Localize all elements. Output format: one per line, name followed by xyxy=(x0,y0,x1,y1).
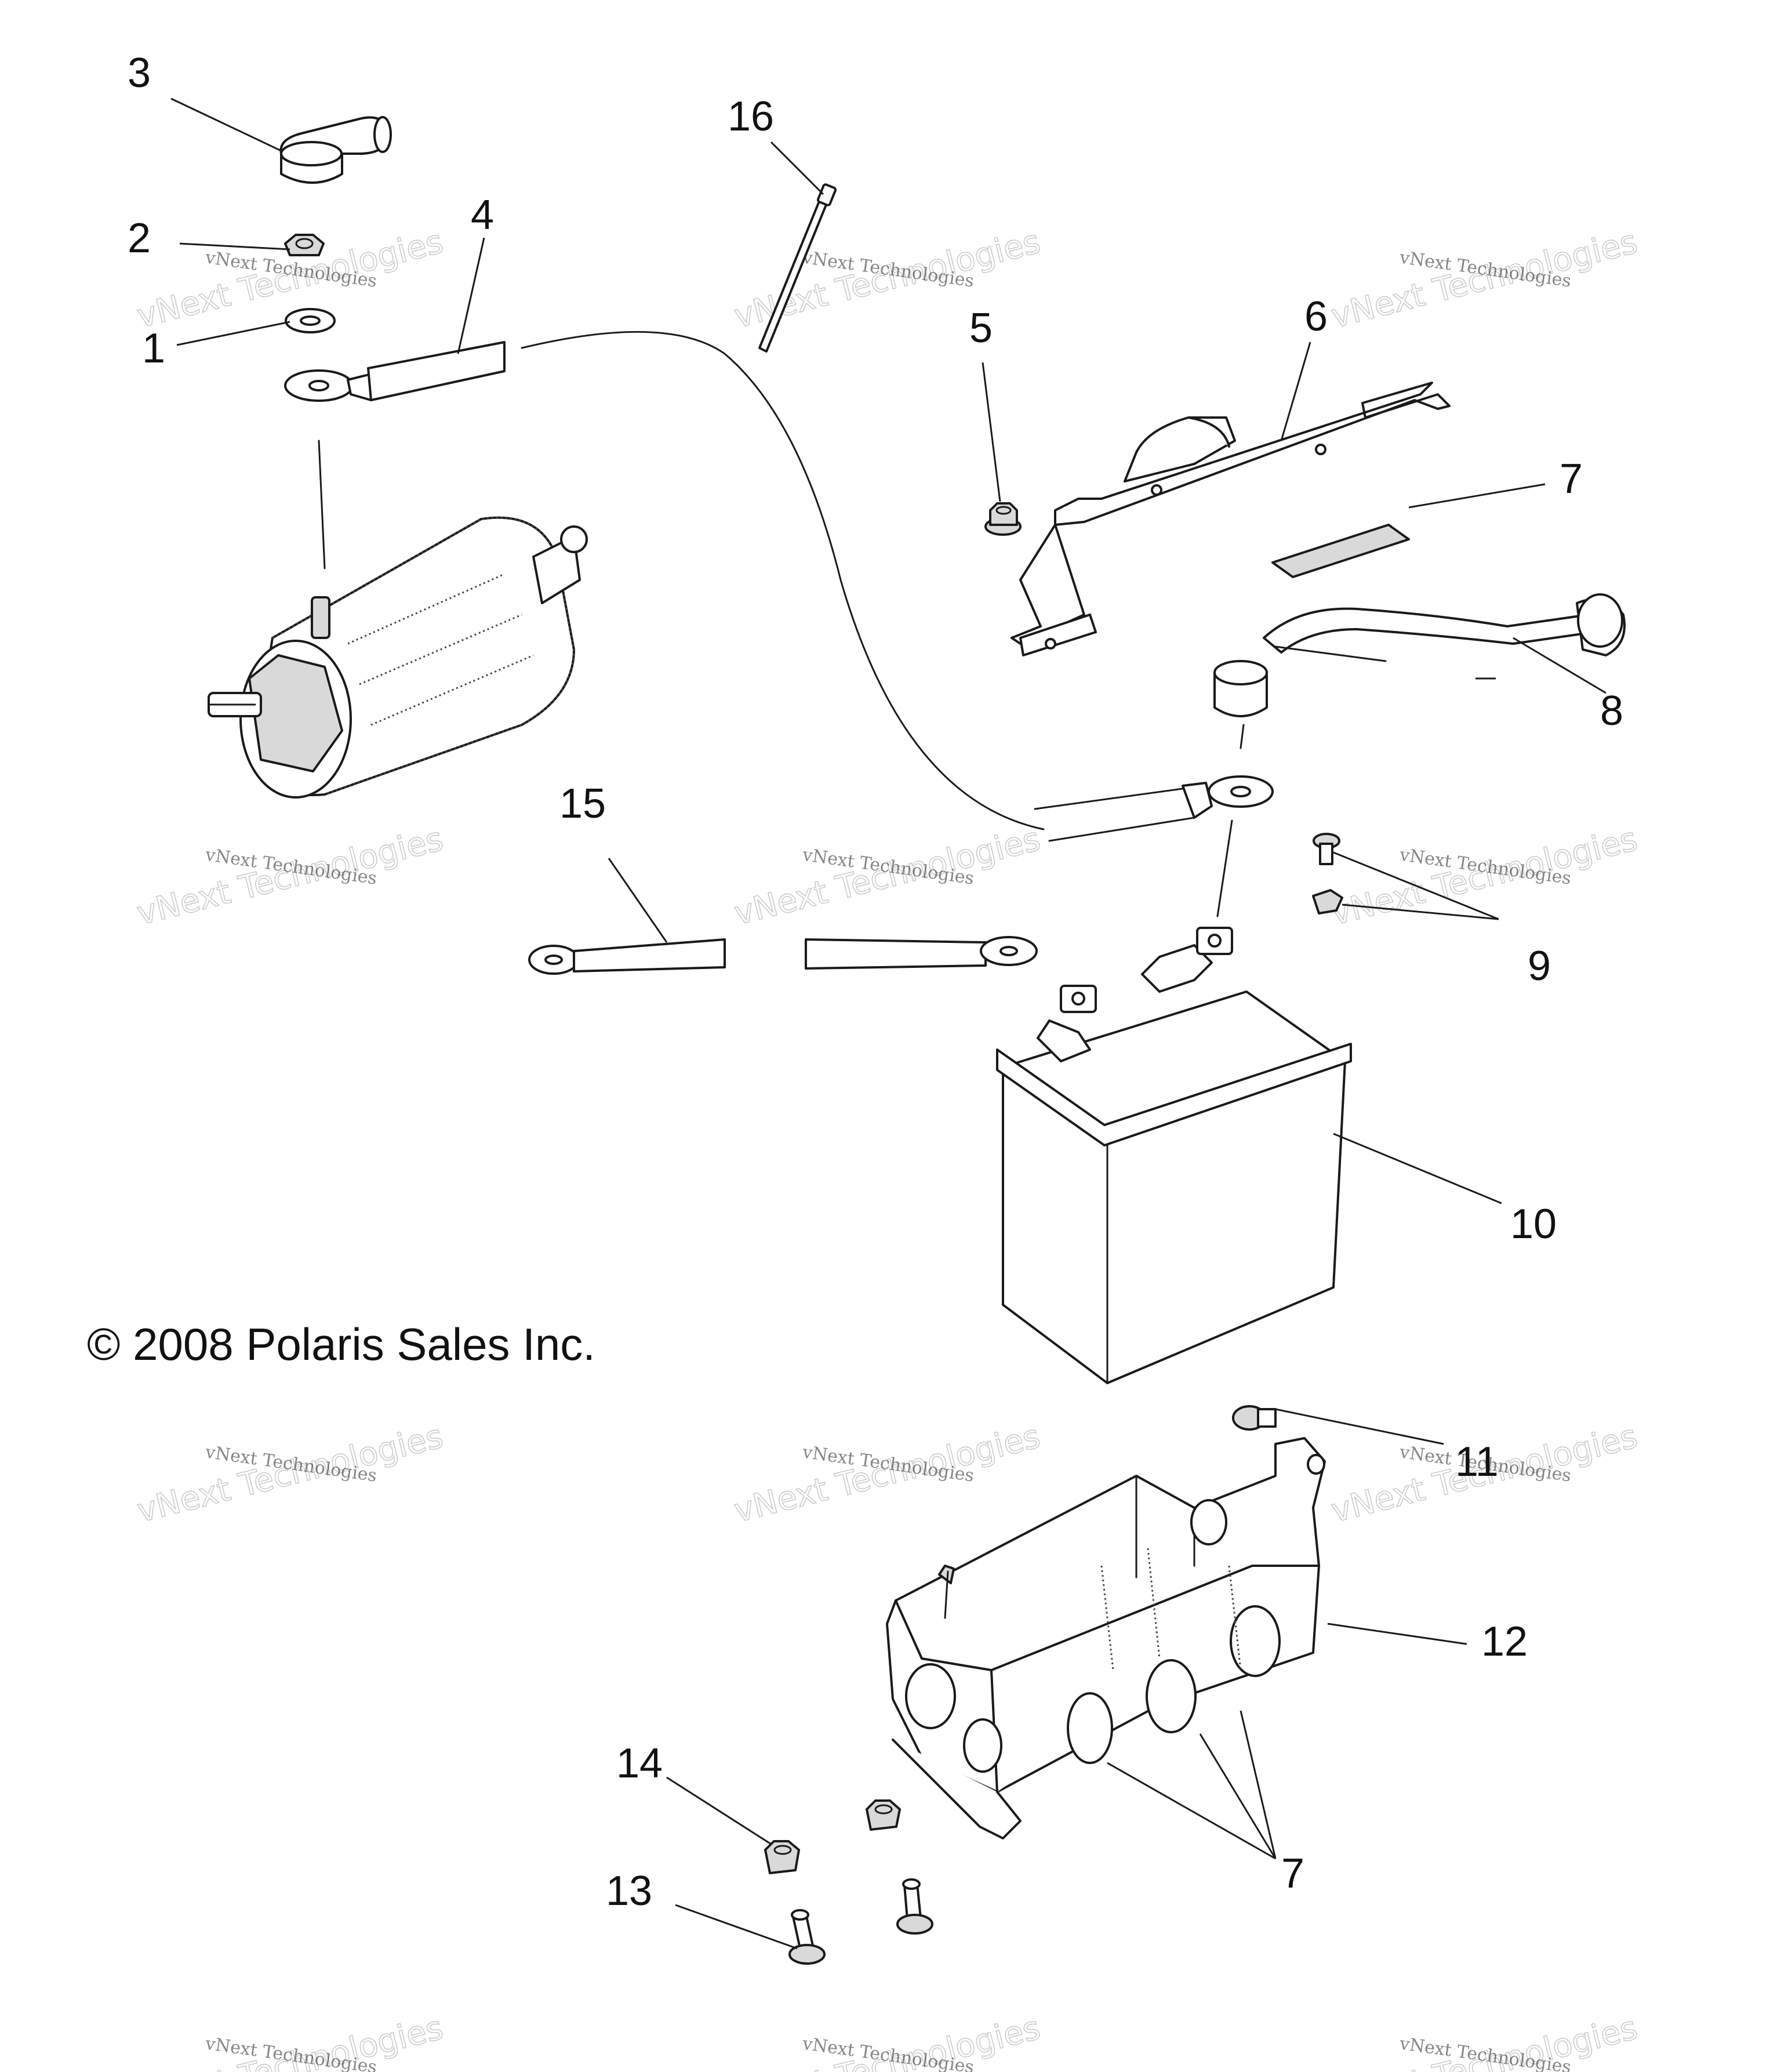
callout-labels: 3 2 1 4 16 5 6 7 8 9 10 11 12 7 14 13 15 xyxy=(128,50,1623,1914)
battery xyxy=(996,927,1352,1384)
starter-cable xyxy=(284,331,1274,842)
copyright-notice: © 2008 Polaris Sales Inc. xyxy=(87,1319,595,1370)
callout-7-upper: 7 xyxy=(1560,456,1583,502)
hex-nut-top xyxy=(284,234,325,256)
callout-12: 12 xyxy=(1481,1619,1528,1665)
callout-10: 10 xyxy=(1510,1201,1557,1247)
callout-2: 2 xyxy=(128,215,151,262)
battery-hold-down-bracket xyxy=(1011,382,1451,656)
battery-box xyxy=(886,1437,1326,1839)
mounting-screw xyxy=(1232,1405,1277,1431)
callout-3: 3 xyxy=(128,50,151,96)
callout-16: 16 xyxy=(728,93,774,140)
ground-cable xyxy=(528,936,1038,975)
flange-bolts xyxy=(788,1878,933,1965)
callout-8: 8 xyxy=(1600,688,1623,734)
flange-nuts xyxy=(764,1799,901,1874)
callout-15: 15 xyxy=(559,781,606,827)
negative-cable-with-boot xyxy=(1213,593,1626,917)
callout-7-lower: 7 xyxy=(1281,1850,1304,1897)
leader-lines xyxy=(170,97,1606,1950)
callout-1: 1 xyxy=(142,325,165,372)
callout-13: 13 xyxy=(606,1868,652,1914)
callout-4: 4 xyxy=(471,192,494,238)
washer xyxy=(285,308,336,333)
callout-5: 5 xyxy=(969,305,993,351)
callout-14: 14 xyxy=(616,1740,663,1787)
callout-11: 11 xyxy=(1455,1439,1499,1485)
callout-9: 9 xyxy=(1528,943,1551,989)
foam-pad xyxy=(1271,524,1410,578)
terminal-boot-cap xyxy=(279,116,392,184)
terminal-bolt-and-nut xyxy=(1312,833,1343,915)
cable-tie xyxy=(758,183,837,353)
starter-motor xyxy=(208,440,588,799)
callout-6: 6 xyxy=(1304,293,1328,340)
flange-nut xyxy=(984,502,1022,536)
